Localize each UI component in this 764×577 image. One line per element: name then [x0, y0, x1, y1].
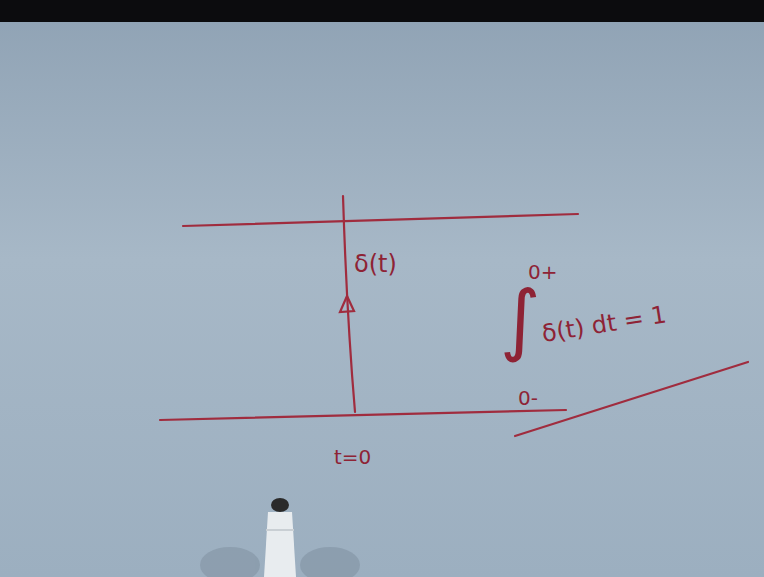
underline [515, 362, 748, 436]
upper-line [183, 214, 578, 226]
impulse-line [343, 196, 355, 412]
integral-sign: ∫ [500, 280, 541, 358]
lower-line [160, 410, 566, 420]
upper-limit: 0+ [528, 262, 557, 282]
integral-expression: δ(t) dt = 1 [540, 302, 668, 345]
marker-pen [264, 498, 296, 577]
shadow [200, 547, 360, 577]
impulse-arrowhead [340, 296, 354, 312]
signal-name: δ(t) [354, 252, 397, 276]
top-bar [0, 0, 764, 22]
time-label: t=0 [334, 447, 371, 467]
lower-limit: 0- [518, 388, 538, 408]
